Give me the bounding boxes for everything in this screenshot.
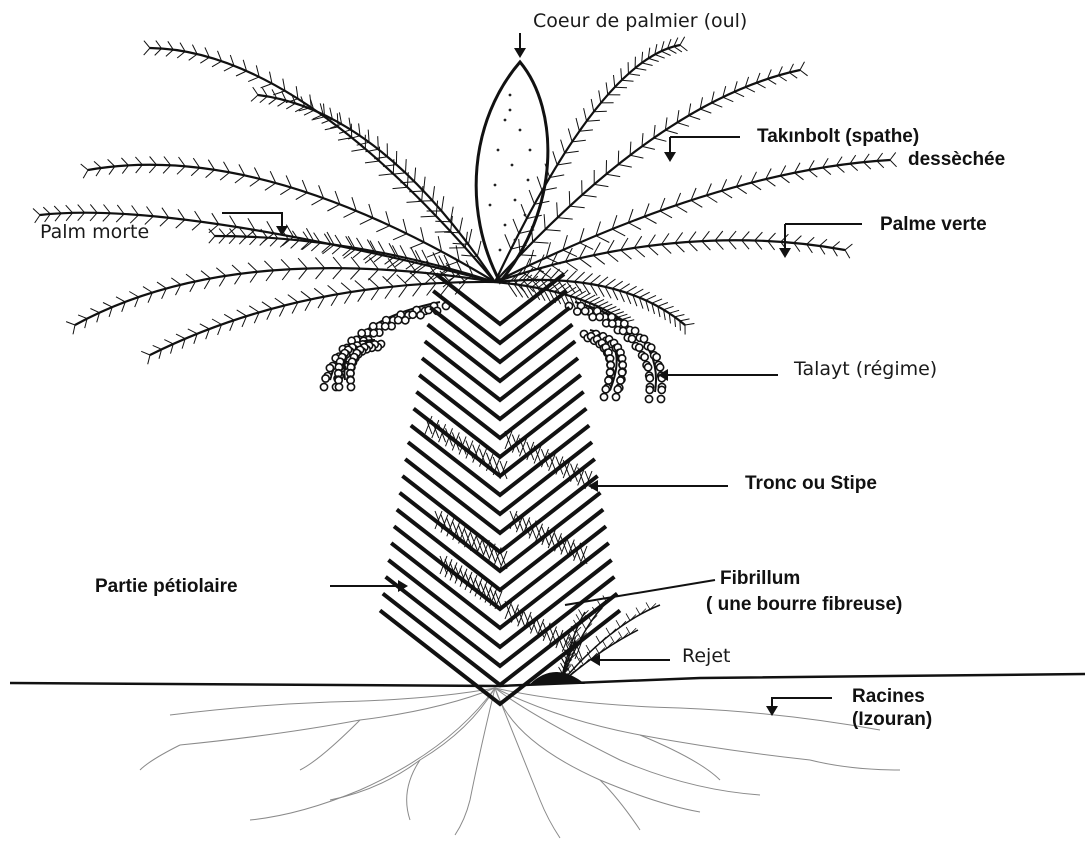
root	[600, 780, 640, 830]
label-fibrillum-line2: ( une bourre fibreuse)	[706, 594, 902, 615]
label-palm-morte: Palm morte	[40, 221, 149, 243]
label-tronc: Tronc ou Stipe	[745, 473, 877, 494]
root	[330, 688, 495, 800]
label-spathe-line2: dessèchée	[908, 149, 1005, 170]
frond	[144, 41, 495, 282]
root	[300, 720, 360, 770]
label-palme-verte: Palme verte	[880, 214, 987, 235]
label-racines-line1: Racines	[852, 686, 925, 707]
root	[407, 760, 420, 820]
label-rejet: Rejet	[682, 645, 730, 667]
root	[495, 688, 700, 812]
label-talayt: Talayt (régime)	[793, 358, 937, 380]
label-partie-petiolaire: Partie pétiolaire	[95, 576, 238, 597]
label-racines-line2: (Izouran)	[852, 709, 932, 730]
root	[180, 688, 495, 745]
root	[140, 745, 180, 770]
label-spathe-line1: Takınbolt (spathe)	[757, 126, 919, 147]
label-coeur: Coeur de palmier (oul)	[533, 10, 747, 32]
root	[495, 688, 880, 730]
root	[250, 688, 495, 820]
root	[455, 688, 495, 835]
roots	[140, 688, 900, 838]
label-fibrillum-line1: Fibrillum	[720, 568, 800, 589]
frond	[495, 152, 897, 282]
root	[170, 688, 495, 715]
date-bunch	[580, 330, 626, 401]
root	[810, 760, 900, 770]
root	[495, 688, 560, 838]
root	[495, 688, 810, 760]
frond	[66, 257, 495, 334]
